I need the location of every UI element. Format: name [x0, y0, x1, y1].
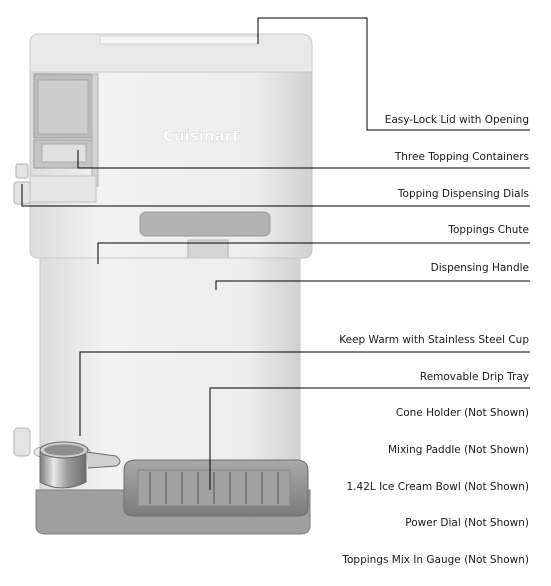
- dispensing-handle: [139, 211, 271, 237]
- callout-dispensing-dials: Topping Dispensing Dials: [397, 188, 529, 200]
- lid-opening: [99, 35, 259, 45]
- callout-toppings-chute: Toppings Chute: [448, 224, 529, 236]
- topping-dial: [15, 163, 29, 179]
- callout-mix-in-gauge: Toppings Mix In Gauge (Not Shown): [342, 554, 529, 566]
- leader-line: [77, 150, 530, 169]
- ice-cream-maker: Cuisinart: [13, 33, 313, 535]
- callout-dispensing-handle: Dispensing Handle: [430, 262, 529, 274]
- callout-mixing-paddle: Mixing Paddle (Not Shown): [387, 444, 529, 456]
- leader-line: [97, 242, 530, 264]
- callout-drip-tray: Removable Drip Tray: [419, 371, 529, 383]
- callout-ice-cream-bowl: 1.42L Ice Cream Bowl (Not Shown): [346, 481, 530, 493]
- leader-lines: [21, 17, 530, 490]
- leader-line: [21, 184, 530, 207]
- brand-logo: Cuisinart: [163, 127, 239, 145]
- callout-topping-containers: Three Topping Containers: [394, 151, 529, 163]
- callout-cone-holder: Cone Holder (Not Shown): [395, 407, 529, 419]
- leader-line: [215, 280, 530, 290]
- callout-power-dial: Power Dial (Not Shown): [405, 517, 529, 529]
- leader-line: [79, 351, 530, 436]
- callout-lid: Easy-Lock Lid with Opening: [384, 114, 529, 126]
- callout-keep-warm-cup: Keep Warm with Stainless Steel Cup: [339, 334, 529, 346]
- leader-line: [209, 387, 530, 490]
- leader-line: [257, 17, 530, 131]
- keep-warm-cup: [39, 451, 87, 489]
